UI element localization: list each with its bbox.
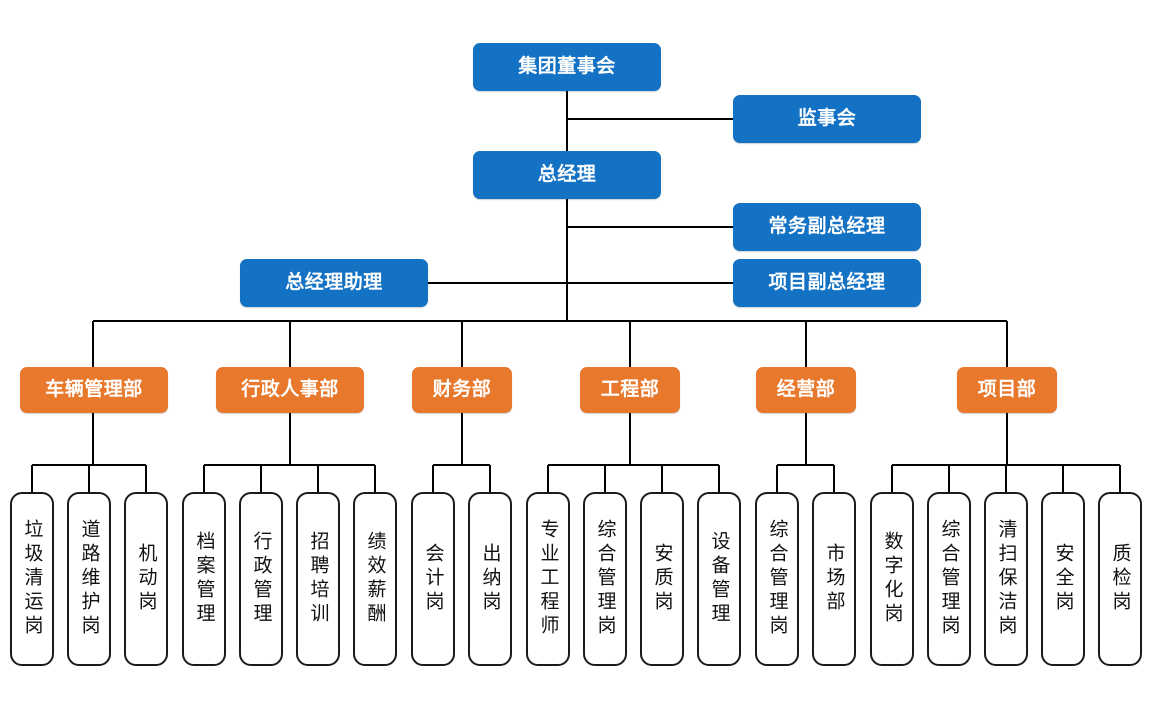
position-label: 数字化岗 (881, 531, 903, 627)
node-general-manager[interactable]: 总经理 (473, 151, 661, 199)
node-project-deputy-general-manager[interactable]: 项目副总经理 (733, 259, 921, 307)
department-box[interactable]: 财务部 (412, 367, 512, 413)
position-label: 清扫保洁岗 (995, 519, 1017, 639)
position-label: 出纳岗 (479, 543, 501, 615)
department-box[interactable]: 项目部 (957, 367, 1057, 413)
node-board[interactable]: 集团董事会 (473, 43, 661, 91)
position-box[interactable]: 档案管理 (182, 492, 226, 666)
position-box[interactable]: 综合管理岗 (583, 492, 627, 666)
node-executive-deputy-general-manager[interactable]: 常务副总经理 (733, 203, 921, 251)
position-label: 综合管理岗 (938, 519, 960, 639)
position-box[interactable]: 综合管理岗 (927, 492, 971, 666)
position-box[interactable]: 数字化岗 (870, 492, 914, 666)
position-label: 专业工程师 (537, 519, 559, 639)
position-label: 道路维护岗 (78, 519, 100, 639)
position-box[interactable]: 招聘培训 (296, 492, 340, 666)
position-label: 行政管理 (250, 531, 272, 627)
position-box[interactable]: 设备管理 (697, 492, 741, 666)
position-label: 设备管理 (708, 531, 730, 627)
position-box[interactable]: 综合管理岗 (755, 492, 799, 666)
position-box[interactable]: 质检岗 (1098, 492, 1142, 666)
position-label: 绩效薪酬 (364, 531, 386, 627)
position-box[interactable]: 安质岗 (640, 492, 684, 666)
department-box[interactable]: 经营部 (756, 367, 856, 413)
position-label: 垃圾清运岗 (21, 519, 43, 639)
node-general-manager-assistant[interactable]: 总经理助理 (240, 259, 428, 307)
position-label: 档案管理 (193, 531, 215, 627)
position-label: 市场部 (823, 543, 845, 615)
position-box[interactable]: 出纳岗 (468, 492, 512, 666)
department-box[interactable]: 车辆管理部 (20, 367, 168, 413)
position-label: 质检岗 (1109, 543, 1131, 615)
position-label: 安全岗 (1052, 543, 1074, 615)
position-box[interactable]: 绩效薪酬 (353, 492, 397, 666)
department-box[interactable]: 行政人事部 (216, 367, 364, 413)
position-box[interactable]: 垃圾清运岗 (10, 492, 54, 666)
position-box[interactable]: 行政管理 (239, 492, 283, 666)
department-box[interactable]: 工程部 (580, 367, 680, 413)
position-box[interactable]: 市场部 (812, 492, 856, 666)
position-label: 机动岗 (135, 543, 157, 615)
position-box[interactable]: 专业工程师 (526, 492, 570, 666)
position-label: 安质岗 (651, 543, 673, 615)
position-label: 综合管理岗 (594, 519, 616, 639)
position-label: 招聘培训 (307, 531, 329, 627)
position-label: 会计岗 (422, 543, 444, 615)
position-box[interactable]: 机动岗 (124, 492, 168, 666)
position-box[interactable]: 安全岗 (1041, 492, 1085, 666)
node-supervisory-board[interactable]: 监事会 (733, 95, 921, 143)
position-label: 综合管理岗 (766, 519, 788, 639)
position-box[interactable]: 清扫保洁岗 (984, 492, 1028, 666)
position-box[interactable]: 会计岗 (411, 492, 455, 666)
position-box[interactable]: 道路维护岗 (67, 492, 111, 666)
